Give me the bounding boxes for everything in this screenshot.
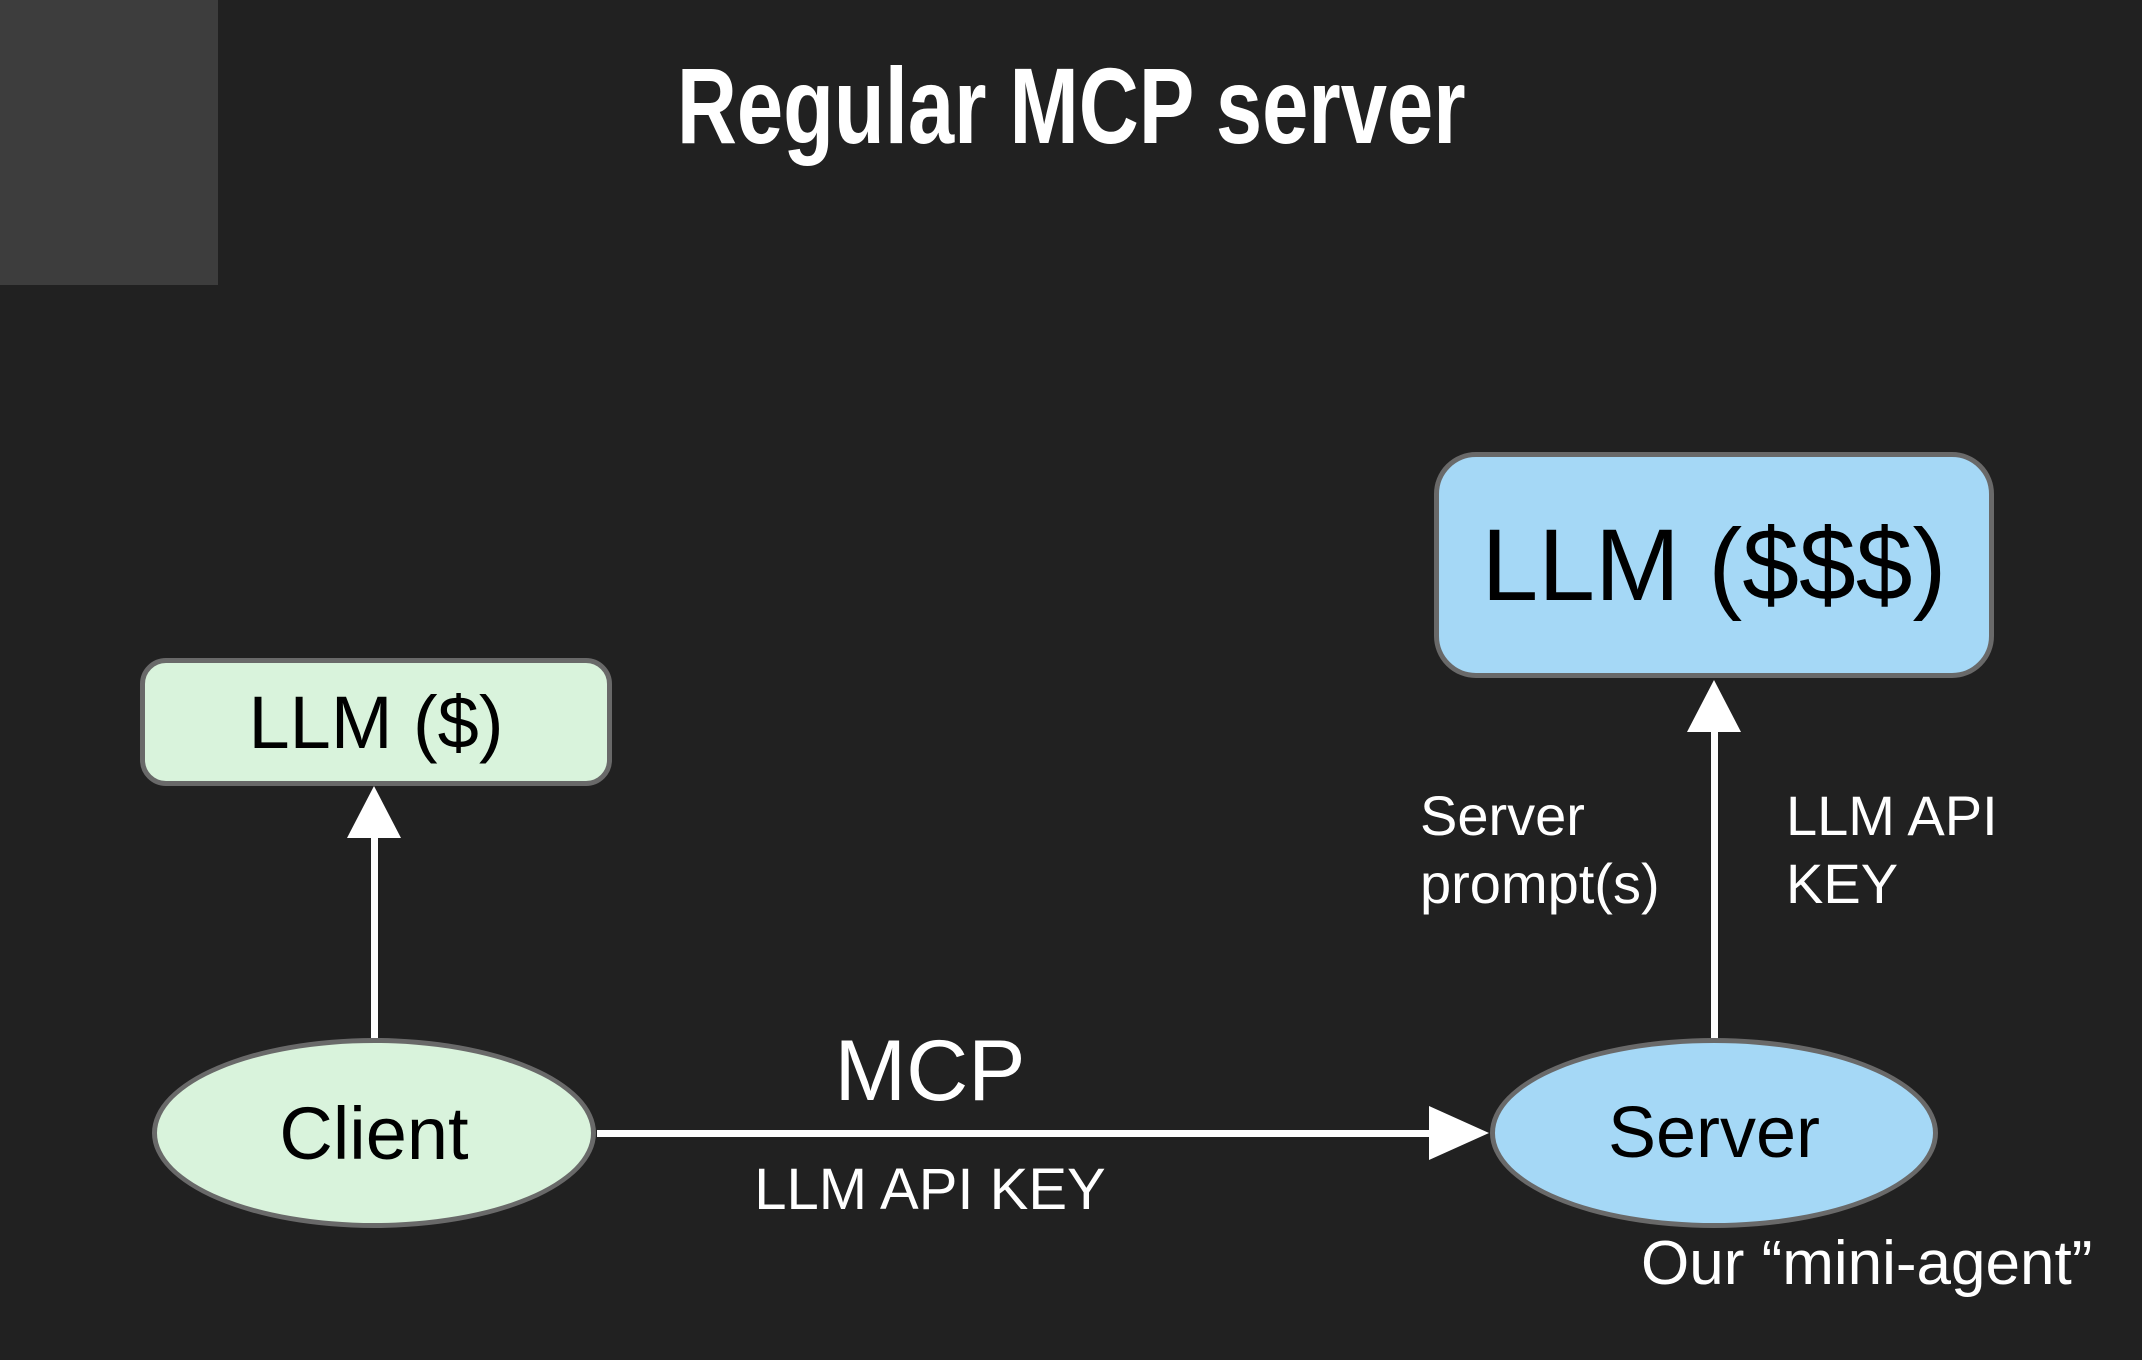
node-llm-expensive-label: LLM ($$$) xyxy=(1481,507,1947,622)
arrow-server-to-llm-head-icon xyxy=(1687,680,1741,732)
node-llm-cheap-label: LLM ($) xyxy=(248,680,504,764)
arrow-client-to-llm-head-icon xyxy=(347,786,401,838)
edge-label-llm-api-key-line2: KEY xyxy=(1786,852,1899,915)
server-caption-mini-agent: Our “mini-agent” xyxy=(1641,1229,2093,1298)
arrow-mcp-head-icon xyxy=(1429,1106,1489,1160)
corner-square xyxy=(0,0,218,285)
edge-label-mcp: MCP xyxy=(834,1023,1026,1119)
arrow-client-to-llm-line xyxy=(371,834,378,1040)
node-server: Server xyxy=(1490,1038,1938,1228)
slide-title: Regular MCP server xyxy=(676,45,1466,166)
node-client: Client xyxy=(152,1038,596,1228)
node-llm-cheap: LLM ($) xyxy=(140,658,612,786)
edge-label-server-prompts-line2: prompt(s) xyxy=(1420,852,1660,915)
edge-label-server-prompts-line1: Server xyxy=(1420,784,1585,847)
edge-label-server-prompts: Server prompt(s) xyxy=(1420,782,1660,918)
arrow-server-to-llm-line xyxy=(1711,732,1718,1040)
edge-label-llm-api-key-vertical: LLM API KEY xyxy=(1786,782,1998,918)
slide-title-wrap: Regular MCP server xyxy=(0,44,2142,168)
edge-label-llm-api-key-line1: LLM API xyxy=(1786,784,1998,847)
arrow-mcp-line xyxy=(597,1130,1429,1137)
edge-sublabel-llm-api-key: LLM API KEY xyxy=(754,1157,1106,1222)
node-llm-expensive: LLM ($$$) xyxy=(1434,452,1994,678)
node-client-label: Client xyxy=(279,1091,469,1175)
node-server-label: Server xyxy=(1607,1093,1821,1173)
